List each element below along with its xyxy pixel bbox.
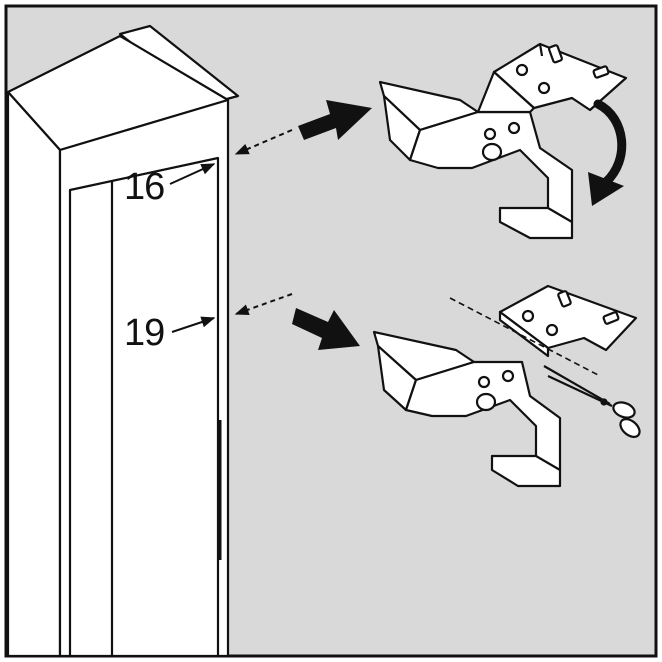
callout-label-19: 19 (124, 312, 164, 354)
push-arrow-upper (298, 100, 372, 140)
callout-label-16: 16 (124, 166, 164, 208)
scissors-icon (543, 365, 641, 438)
appliance-cabinet (6, 24, 240, 658)
hinge-plate-lower (498, 284, 638, 358)
push-arrow-lower (292, 308, 360, 350)
callout-arrow-19 (171, 316, 216, 333)
attach-guide-upper (234, 129, 293, 155)
hinge-bracket-upper (378, 42, 628, 240)
rotate-arrow (593, 99, 627, 187)
rotate-arrow-head (588, 172, 624, 206)
attach-guide-lower (234, 293, 293, 316)
hinge-bracket-lower (372, 330, 562, 488)
callout-arrow-16 (169, 163, 216, 185)
cut-line (449, 297, 601, 377)
